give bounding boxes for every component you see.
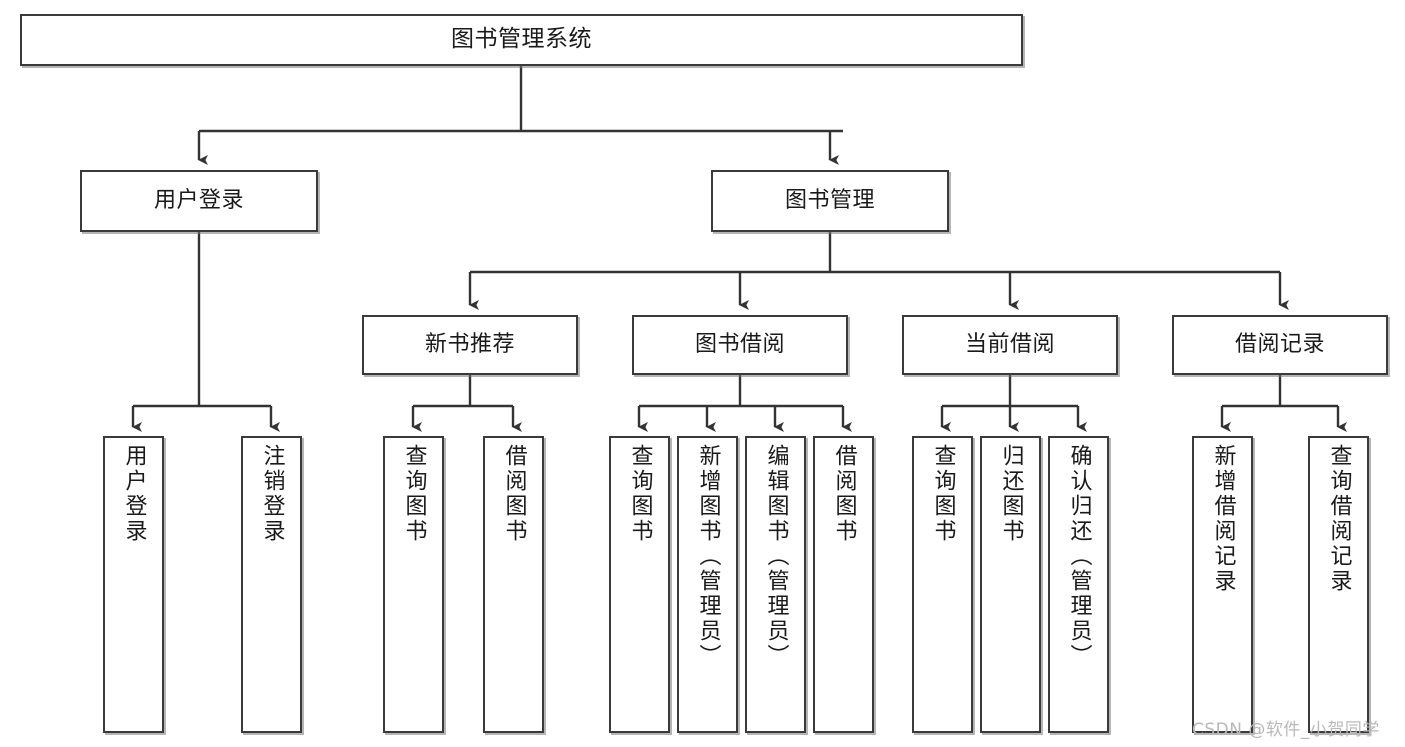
node-new-book-rec[interactable]: 新书推荐 xyxy=(362,315,578,375)
node-leaf-query-book-1-label: 查询图书 xyxy=(401,444,427,544)
node-leaf-query-record[interactable]: 查询借阅记录 xyxy=(1308,436,1369,733)
node-book-manage-label: 图书管理 xyxy=(784,187,875,213)
node-root[interactable]: 图书管理系统 xyxy=(20,14,1023,66)
node-leaf-query-book-2[interactable]: 查询图书 xyxy=(609,436,670,733)
node-leaf-borrow-book-2-label: 借阅图书 xyxy=(831,444,857,544)
node-current-borrow[interactable]: 当前借阅 xyxy=(902,315,1118,375)
node-book-borrow-label: 图书借阅 xyxy=(694,331,785,357)
node-leaf-add-book[interactable]: 新增图书（管理员） xyxy=(677,436,738,733)
node-leaf-confirm-return[interactable]: 确认归还（管理员） xyxy=(1048,436,1109,733)
node-user-login-label: 用户登录 xyxy=(153,187,244,213)
node-leaf-add-record-label: 新增借阅记录 xyxy=(1210,444,1236,594)
node-root-label: 图书管理系统 xyxy=(451,26,592,53)
node-book-manage[interactable]: 图书管理 xyxy=(711,170,949,232)
node-leaf-edit-book-label: 编辑图书（管理员） xyxy=(763,444,789,669)
node-current-borrow-label: 当前借阅 xyxy=(964,331,1055,357)
node-leaf-query-book-1[interactable]: 查询图书 xyxy=(383,436,444,733)
node-leaf-return-book[interactable]: 归还图书 xyxy=(980,436,1041,733)
node-leaf-return-book-label: 归还图书 xyxy=(998,444,1024,544)
node-user-login[interactable]: 用户登录 xyxy=(80,170,318,232)
node-new-book-rec-label: 新书推荐 xyxy=(424,331,515,357)
node-leaf-query-book-3-label: 查询图书 xyxy=(930,444,956,544)
node-leaf-add-book-label: 新增图书（管理员） xyxy=(695,444,721,669)
node-leaf-borrow-book-2[interactable]: 借阅图书 xyxy=(813,436,874,733)
node-leaf-edit-book[interactable]: 编辑图书（管理员） xyxy=(745,436,806,733)
node-leaf-borrow-book-1[interactable]: 借阅图书 xyxy=(483,436,544,733)
node-leaf-query-book-2-label: 查询图书 xyxy=(627,444,653,544)
node-borrow-record-label: 借阅记录 xyxy=(1234,331,1325,357)
node-leaf-user-login-label: 用户登录 xyxy=(121,444,147,544)
node-leaf-add-record[interactable]: 新增借阅记录 xyxy=(1192,436,1253,733)
node-book-borrow[interactable]: 图书借阅 xyxy=(632,315,848,375)
node-leaf-query-book-3[interactable]: 查询图书 xyxy=(912,436,973,733)
node-leaf-confirm-return-label: 确认归还（管理员） xyxy=(1066,444,1092,669)
node-leaf-user-login[interactable]: 用户登录 xyxy=(103,436,164,733)
node-leaf-logout[interactable]: 注销登录 xyxy=(241,436,302,733)
node-borrow-record[interactable]: 借阅记录 xyxy=(1172,315,1388,375)
node-leaf-logout-label: 注销登录 xyxy=(259,444,285,544)
node-leaf-query-record-label: 查询借阅记录 xyxy=(1326,444,1352,594)
node-leaf-borrow-book-1-label: 借阅图书 xyxy=(501,444,527,544)
